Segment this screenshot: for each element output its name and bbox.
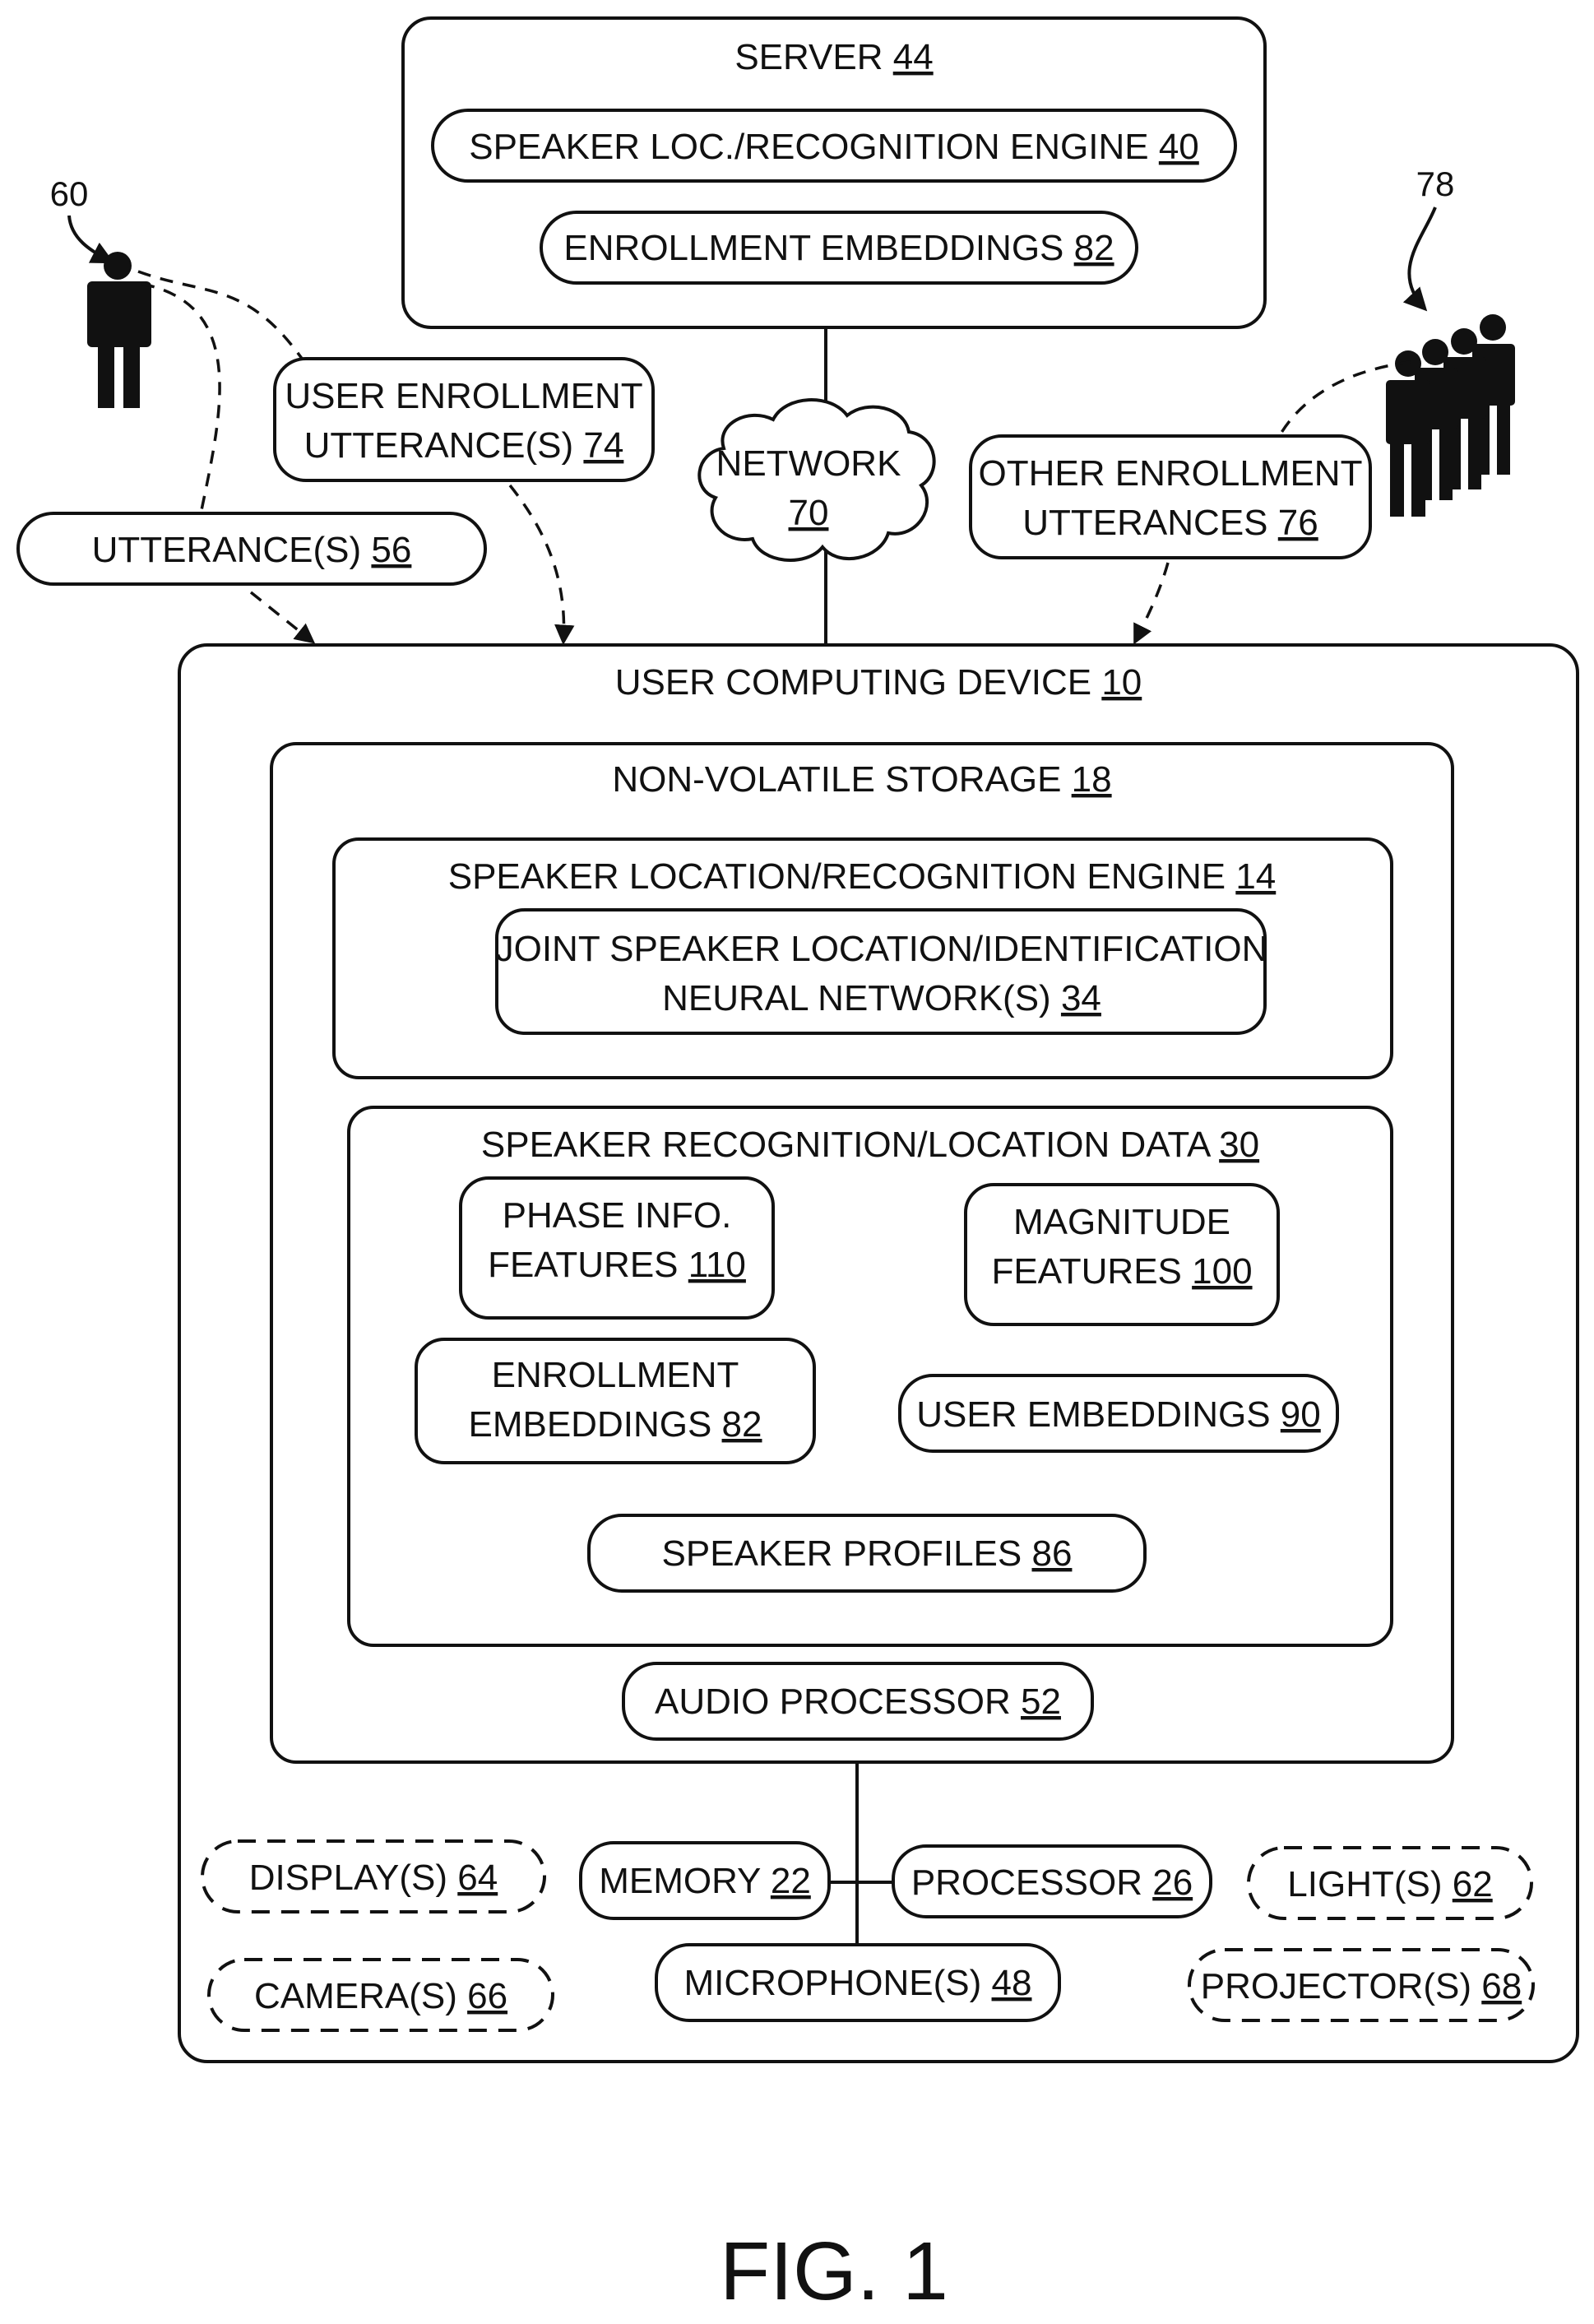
enrollment-embeddings-line1: ENROLLMENT: [492, 1355, 739, 1395]
enrollment-to-device-arrow: [510, 485, 564, 642]
user-computing-device-title: USER COMPUTING DEVICE 10: [615, 662, 1142, 703]
cameras-label: CAMERA(S) 66: [254, 1976, 507, 2016]
user-to-utterance-path: [141, 284, 220, 510]
processor-label: PROCESSOR 26: [911, 1862, 1193, 1903]
others-ref-number: 78: [1416, 165, 1455, 203]
lights-label: LIGHT(S) 62: [1287, 1864, 1492, 1904]
user-person-icon: [87, 252, 151, 408]
group-people-icon: [1386, 314, 1515, 517]
phase-features-line2: FEATURES 110: [488, 1245, 746, 1285]
neural-network-line1: JOINT SPEAKER LOCATION/IDENTIFICATION: [496, 929, 1268, 969]
utterances-label: UTTERANCE(S) 56: [92, 530, 412, 570]
user-to-enrollment-path: [138, 271, 304, 362]
server-engine-label: SPEAKER LOC./RECOGNITION ENGINE 40: [469, 127, 1199, 167]
utterances-to-device-arrow: [251, 592, 313, 642]
user-ref-number: 60: [50, 174, 89, 213]
user-enrollment-utterances-line1: USER ENROLLMENT: [285, 376, 642, 416]
phase-features-line1: PHASE INFO.: [503, 1195, 732, 1236]
user-ref-leader: [69, 216, 111, 262]
magnitude-features-line1: MAGNITUDE: [1013, 1202, 1230, 1242]
server-enrollment-label: ENROLLMENT EMBEDDINGS 82: [563, 228, 1114, 268]
user-embeddings-label: USER EMBEDDINGS 90: [916, 1394, 1320, 1435]
server-title: SERVER 44: [734, 37, 933, 77]
speaker-profiles-label: SPEAKER PROFILES 86: [662, 1533, 1073, 1574]
network-label: NETWORK: [716, 443, 901, 484]
audio-processor-label: AUDIO PROCESSOR 52: [655, 1682, 1061, 1722]
device-engine-title: SPEAKER LOCATION/RECOGNITION ENGINE 14: [448, 856, 1277, 897]
recognition-data-title: SPEAKER RECOGNITION/LOCATION DATA 30: [481, 1125, 1259, 1165]
displays-label: DISPLAY(S) 64: [249, 1858, 498, 1898]
magnitude-features-line2: FEATURES 100: [991, 1251, 1252, 1292]
non-volatile-storage-title: NON-VOLATILE STORAGE 18: [612, 759, 1111, 800]
memory-label: MEMORY 22: [599, 1861, 811, 1901]
other-enrollment-to-device-arrow: [1135, 563, 1168, 642]
projectors-label: PROJECTOR(S) 68: [1201, 1966, 1522, 2006]
microphones-label: MICROPHONE(S) 48: [684, 1963, 1032, 2003]
neural-network-line2: NEURAL NETWORK(S) 34: [662, 978, 1101, 1018]
figure-caption: FIG. 1: [720, 2225, 948, 2317]
others-ref-leader: [1409, 207, 1435, 308]
user-enrollment-utterances-line2: UTTERANCE(S) 74: [304, 425, 624, 466]
network-number: 70: [789, 493, 829, 533]
enrollment-embeddings-line2: EMBEDDINGS 82: [468, 1404, 762, 1445]
other-enrollment-utterances-line1: OTHER ENROLLMENT: [979, 453, 1363, 494]
other-enrollment-utterances-line2: UTTERANCES 76: [1022, 503, 1318, 543]
